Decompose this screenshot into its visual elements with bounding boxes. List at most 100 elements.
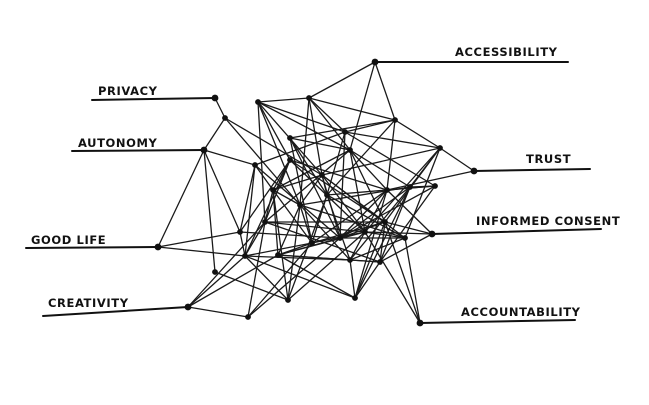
network-edge bbox=[203, 149, 241, 233]
network-node bbox=[237, 229, 243, 235]
network-node bbox=[342, 129, 348, 135]
network-edge bbox=[287, 204, 301, 301]
network-edge bbox=[264, 221, 366, 233]
network-edge bbox=[224, 117, 323, 176]
network-node bbox=[255, 99, 261, 105]
leader-line-privacy bbox=[91, 97, 216, 101]
network-edge bbox=[354, 221, 386, 299]
network-edge bbox=[299, 97, 310, 206]
network-node bbox=[337, 235, 343, 241]
network-edge bbox=[321, 174, 386, 223]
network-node bbox=[384, 187, 390, 193]
network-edge bbox=[272, 149, 351, 191]
network-edge bbox=[379, 185, 436, 263]
label-autonomy: AUTONOMY bbox=[78, 136, 158, 150]
network-edge bbox=[384, 147, 441, 223]
network-edge bbox=[311, 221, 386, 244]
network-node bbox=[437, 145, 443, 151]
network-node bbox=[382, 219, 388, 225]
network-node bbox=[324, 192, 330, 198]
network-edge bbox=[386, 119, 396, 191]
network-edge bbox=[272, 174, 323, 191]
network-edge bbox=[244, 242, 313, 257]
network-edge bbox=[244, 164, 256, 257]
network-node bbox=[319, 172, 325, 178]
label-accessibility: ACCESSIBILITY bbox=[455, 45, 558, 59]
network-edge bbox=[257, 101, 346, 133]
network-edge bbox=[349, 237, 406, 261]
network-edge bbox=[214, 271, 289, 301]
network-node bbox=[270, 187, 276, 193]
network-edge bbox=[239, 159, 291, 233]
network-edge bbox=[203, 149, 216, 273]
network-edge bbox=[364, 231, 406, 239]
network-edge bbox=[157, 246, 246, 257]
label-good-life: GOOD LIFE bbox=[31, 233, 106, 247]
label-trust: TRUST bbox=[526, 152, 571, 166]
network-edge bbox=[247, 221, 266, 318]
network-edge bbox=[374, 61, 396, 121]
network-edge bbox=[386, 189, 433, 235]
network-node bbox=[432, 183, 438, 189]
network-edge bbox=[349, 259, 356, 299]
network-edge bbox=[203, 117, 226, 151]
network-edge bbox=[339, 221, 386, 239]
leader-line-trust bbox=[473, 168, 591, 172]
network-edge bbox=[289, 137, 328, 196]
network-edge bbox=[394, 119, 441, 149]
network-edge bbox=[247, 237, 341, 318]
network-edge bbox=[187, 255, 246, 308]
network-edge bbox=[354, 261, 381, 299]
network-edge bbox=[299, 204, 351, 261]
network-edge bbox=[277, 231, 366, 256]
network-edge bbox=[289, 137, 313, 244]
network-node bbox=[352, 295, 358, 301]
network-node bbox=[262, 219, 268, 225]
network-edge bbox=[244, 221, 266, 257]
network-graph bbox=[154, 58, 478, 327]
network-node bbox=[347, 147, 353, 153]
network-edge bbox=[277, 254, 356, 299]
network-node bbox=[212, 269, 218, 275]
network-edge bbox=[203, 149, 256, 166]
network-edge bbox=[349, 259, 381, 263]
network-node bbox=[309, 240, 315, 246]
network-edge bbox=[254, 131, 346, 166]
network-node bbox=[377, 259, 383, 265]
network-edge bbox=[244, 159, 291, 257]
label-privacy: PRIVACY bbox=[98, 84, 158, 98]
leader-line-accountability bbox=[419, 319, 576, 324]
network-edge bbox=[321, 174, 341, 239]
network-edge bbox=[272, 189, 289, 301]
network-edge bbox=[384, 221, 421, 324]
network-edge bbox=[308, 97, 396, 121]
network-edge bbox=[349, 189, 388, 261]
network-edge bbox=[326, 131, 346, 196]
network-edge bbox=[344, 119, 396, 133]
network-edge bbox=[339, 185, 436, 239]
network-node bbox=[347, 257, 353, 263]
label-accountability: ACCOUNTABILITY bbox=[461, 305, 581, 319]
network-edge bbox=[244, 255, 356, 299]
network-edge bbox=[247, 242, 313, 318]
network-edge bbox=[308, 97, 323, 176]
network-node bbox=[306, 95, 312, 101]
network-node bbox=[362, 229, 368, 235]
network-edge bbox=[187, 221, 266, 308]
network-edge bbox=[349, 61, 376, 151]
network-edge bbox=[272, 189, 313, 244]
network-edge bbox=[289, 159, 386, 223]
network-edge bbox=[409, 185, 436, 188]
network-edge bbox=[187, 306, 249, 318]
network-edge bbox=[379, 221, 386, 263]
network-edge bbox=[289, 159, 388, 191]
network-edge bbox=[349, 149, 366, 233]
leader-line-good-life bbox=[25, 246, 159, 249]
network-edge bbox=[257, 101, 301, 206]
network-edge bbox=[379, 186, 411, 263]
network-node bbox=[297, 202, 303, 208]
network-edge bbox=[289, 137, 341, 239]
network-edge bbox=[339, 131, 346, 239]
network-edge bbox=[321, 147, 441, 176]
